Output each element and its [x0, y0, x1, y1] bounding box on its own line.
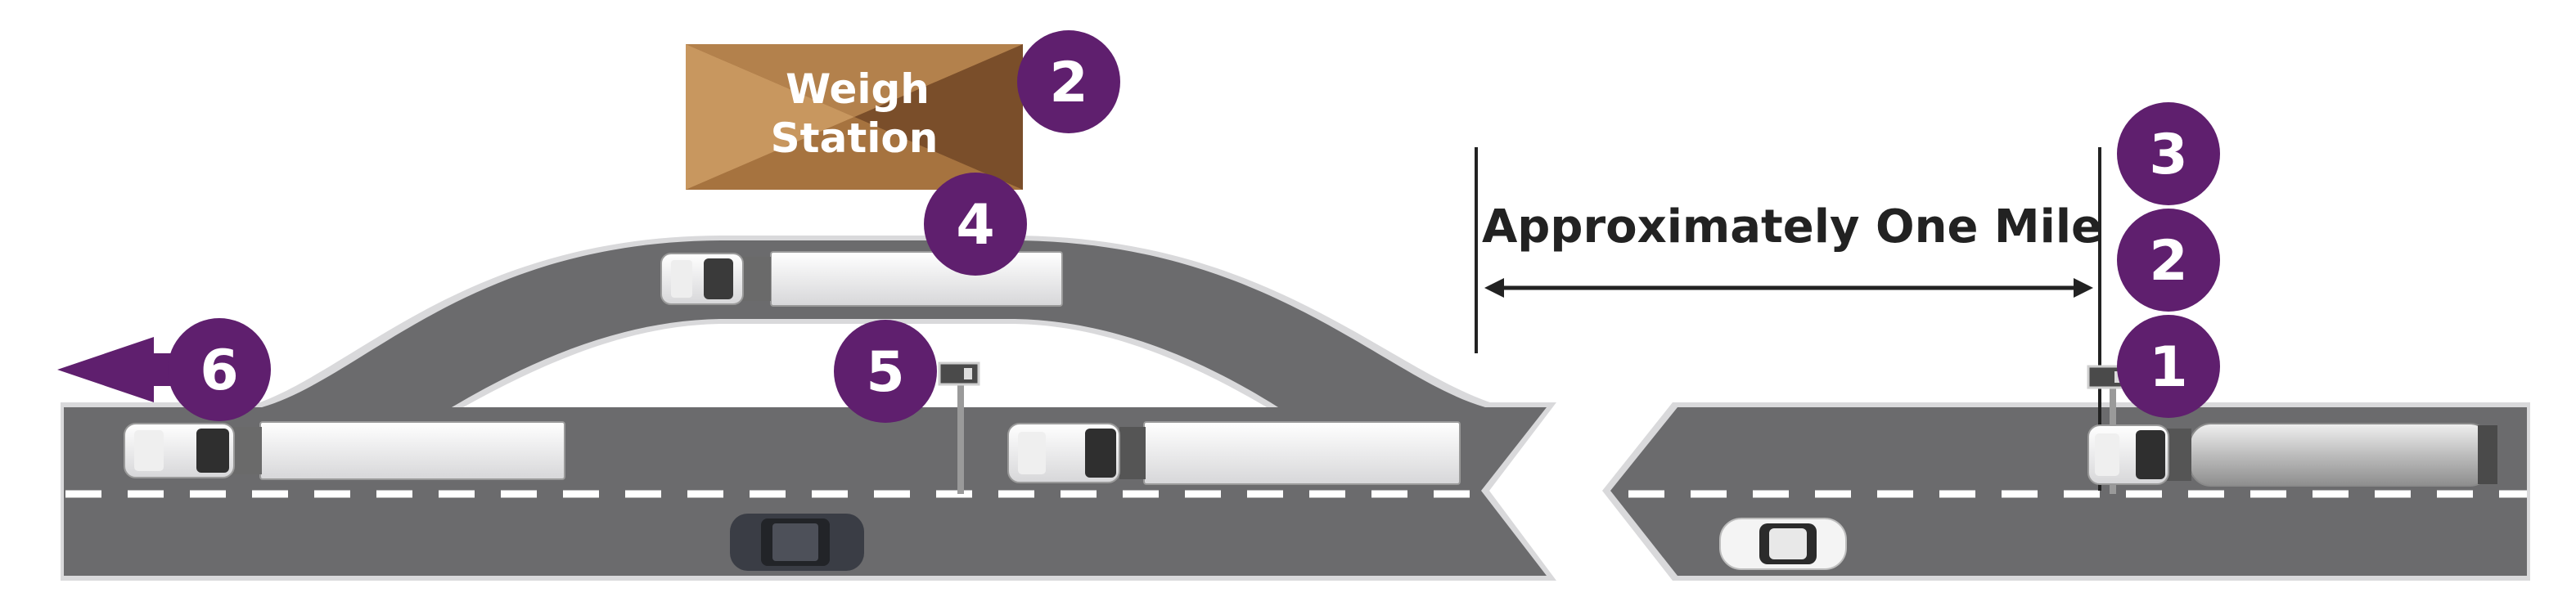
svg-text:2: 2 — [2149, 229, 2187, 294]
badge-scale-sign: 5 — [834, 320, 937, 423]
weigh-station-label-line1: Weigh — [786, 65, 930, 113]
svg-text:4: 4 — [956, 193, 994, 258]
distance-arrow-right-head — [2074, 278, 2093, 298]
tanker-truck-right-icon — [2087, 423, 2497, 487]
exit-arrow-icon — [57, 337, 190, 402]
distance-marker: Approximately One Mile — [1475, 147, 2102, 491]
badge-weigh-station: 2 — [1017, 30, 1120, 133]
badge-top-right: 3 — [2117, 102, 2220, 205]
semi-truck-center-icon — [1007, 421, 1461, 485]
suv-dark-icon — [730, 514, 864, 571]
badge-exit: 6 — [168, 318, 271, 421]
svg-text:5: 5 — [866, 340, 904, 405]
weigh-station-building-icon: Weigh Station — [686, 44, 1023, 190]
svg-text:1: 1 — [2149, 335, 2187, 400]
distance-arrow-left-head — [1484, 278, 1504, 298]
distance-label: Approximately One Mile — [1482, 200, 2102, 254]
semi-truck-on-ramp-icon — [660, 251, 1063, 307]
badge-ramp-truck: 4 — [924, 173, 1027, 276]
semi-truck-left-lane-icon — [124, 421, 565, 480]
svg-text:6: 6 — [200, 339, 238, 403]
sedan-white-icon — [1719, 518, 1847, 570]
badge-middle-right: 2 — [2117, 209, 2220, 312]
badge-bottom-right: 1 — [2117, 315, 2220, 418]
svg-text:2: 2 — [1049, 51, 1088, 115]
svg-text:3: 3 — [2149, 123, 2187, 187]
scale-sign-left — [938, 361, 980, 494]
weigh-station-label-line2: Station — [771, 114, 939, 162]
